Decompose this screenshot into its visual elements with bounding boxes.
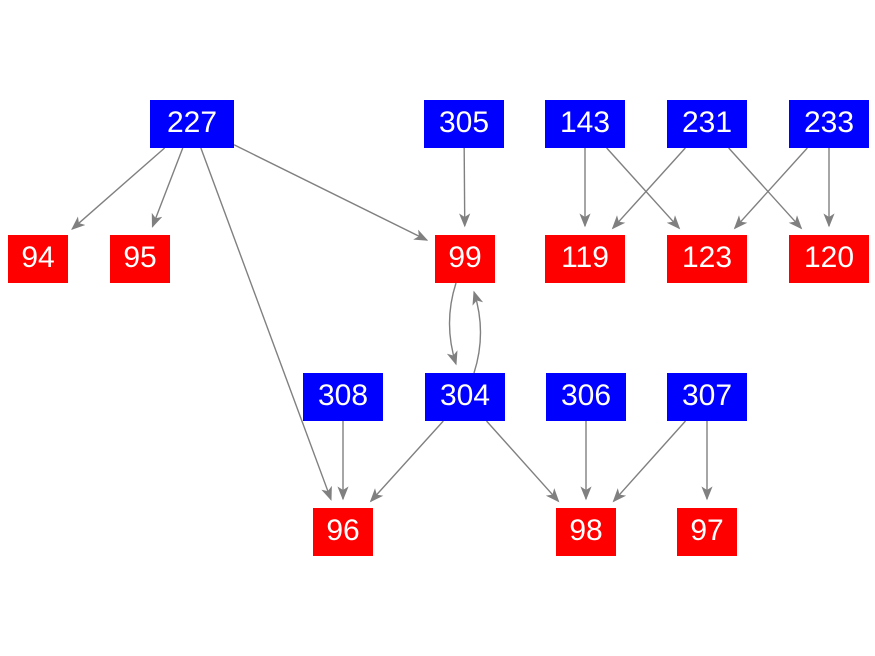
node-label: 306 xyxy=(560,379,612,412)
edge-231-to-120 xyxy=(728,147,803,230)
edge-304-to-98 xyxy=(485,420,560,503)
graph-node-97[interactable]: 97 xyxy=(677,508,737,556)
edge-99-to-304 xyxy=(446,282,458,366)
graph-node-306[interactable]: 306 xyxy=(546,373,626,421)
graph-node-94[interactable]: 94 xyxy=(8,235,68,283)
edge-227-to-95 xyxy=(151,147,184,228)
graph-node-307[interactable]: 307 xyxy=(667,373,747,421)
edge-227-to-96 xyxy=(200,147,332,501)
graph-node-119[interactable]: 119 xyxy=(545,235,625,283)
graph-node-143[interactable]: 143 xyxy=(545,100,625,148)
node-label: 119 xyxy=(561,241,609,274)
edge-307-to-98 xyxy=(612,420,687,503)
edge-305-to-99 xyxy=(459,147,471,228)
graph-node-98[interactable]: 98 xyxy=(556,508,616,556)
edge-304-to-99 xyxy=(472,290,484,374)
node-label: 123 xyxy=(681,241,733,274)
edge-231-to-119 xyxy=(611,147,686,230)
node-label: 143 xyxy=(559,106,611,139)
graph-node-304[interactable]: 304 xyxy=(425,373,505,421)
edge-143-to-123 xyxy=(606,147,681,230)
edge-227-to-99 xyxy=(233,144,429,241)
graph-node-123[interactable]: 123 xyxy=(667,235,747,283)
edge-304-to-96 xyxy=(369,420,444,503)
node-label: 231 xyxy=(681,106,733,139)
node-label: 96 xyxy=(326,514,360,547)
graph-node-308[interactable]: 308 xyxy=(303,373,383,421)
node-label: 98 xyxy=(569,514,603,547)
edge-227-to-94 xyxy=(71,147,166,230)
graph-node-96[interactable]: 96 xyxy=(313,508,373,556)
graph-node-120[interactable]: 120 xyxy=(789,235,869,283)
graph-node-233[interactable]: 233 xyxy=(789,100,869,148)
graph-node-95[interactable]: 95 xyxy=(110,235,170,283)
edge-group xyxy=(71,144,835,503)
graph-node-305[interactable]: 305 xyxy=(424,100,504,148)
node-label: 227 xyxy=(166,106,218,139)
node-label: 120 xyxy=(803,241,855,274)
node-label: 307 xyxy=(681,379,733,412)
node-label: 308 xyxy=(317,379,369,412)
node-label: 99 xyxy=(448,241,482,274)
node-label: 304 xyxy=(439,379,491,412)
node-label: 95 xyxy=(123,241,157,274)
edge-233-to-123 xyxy=(733,147,808,230)
graph-node-227[interactable]: 227 xyxy=(150,100,234,148)
node-label: 97 xyxy=(690,514,724,547)
node-label: 305 xyxy=(438,106,490,139)
node-label: 233 xyxy=(803,106,855,139)
graph-node-231[interactable]: 231 xyxy=(667,100,747,148)
node-label: 94 xyxy=(21,241,55,274)
graph-node-99[interactable]: 99 xyxy=(435,235,495,283)
